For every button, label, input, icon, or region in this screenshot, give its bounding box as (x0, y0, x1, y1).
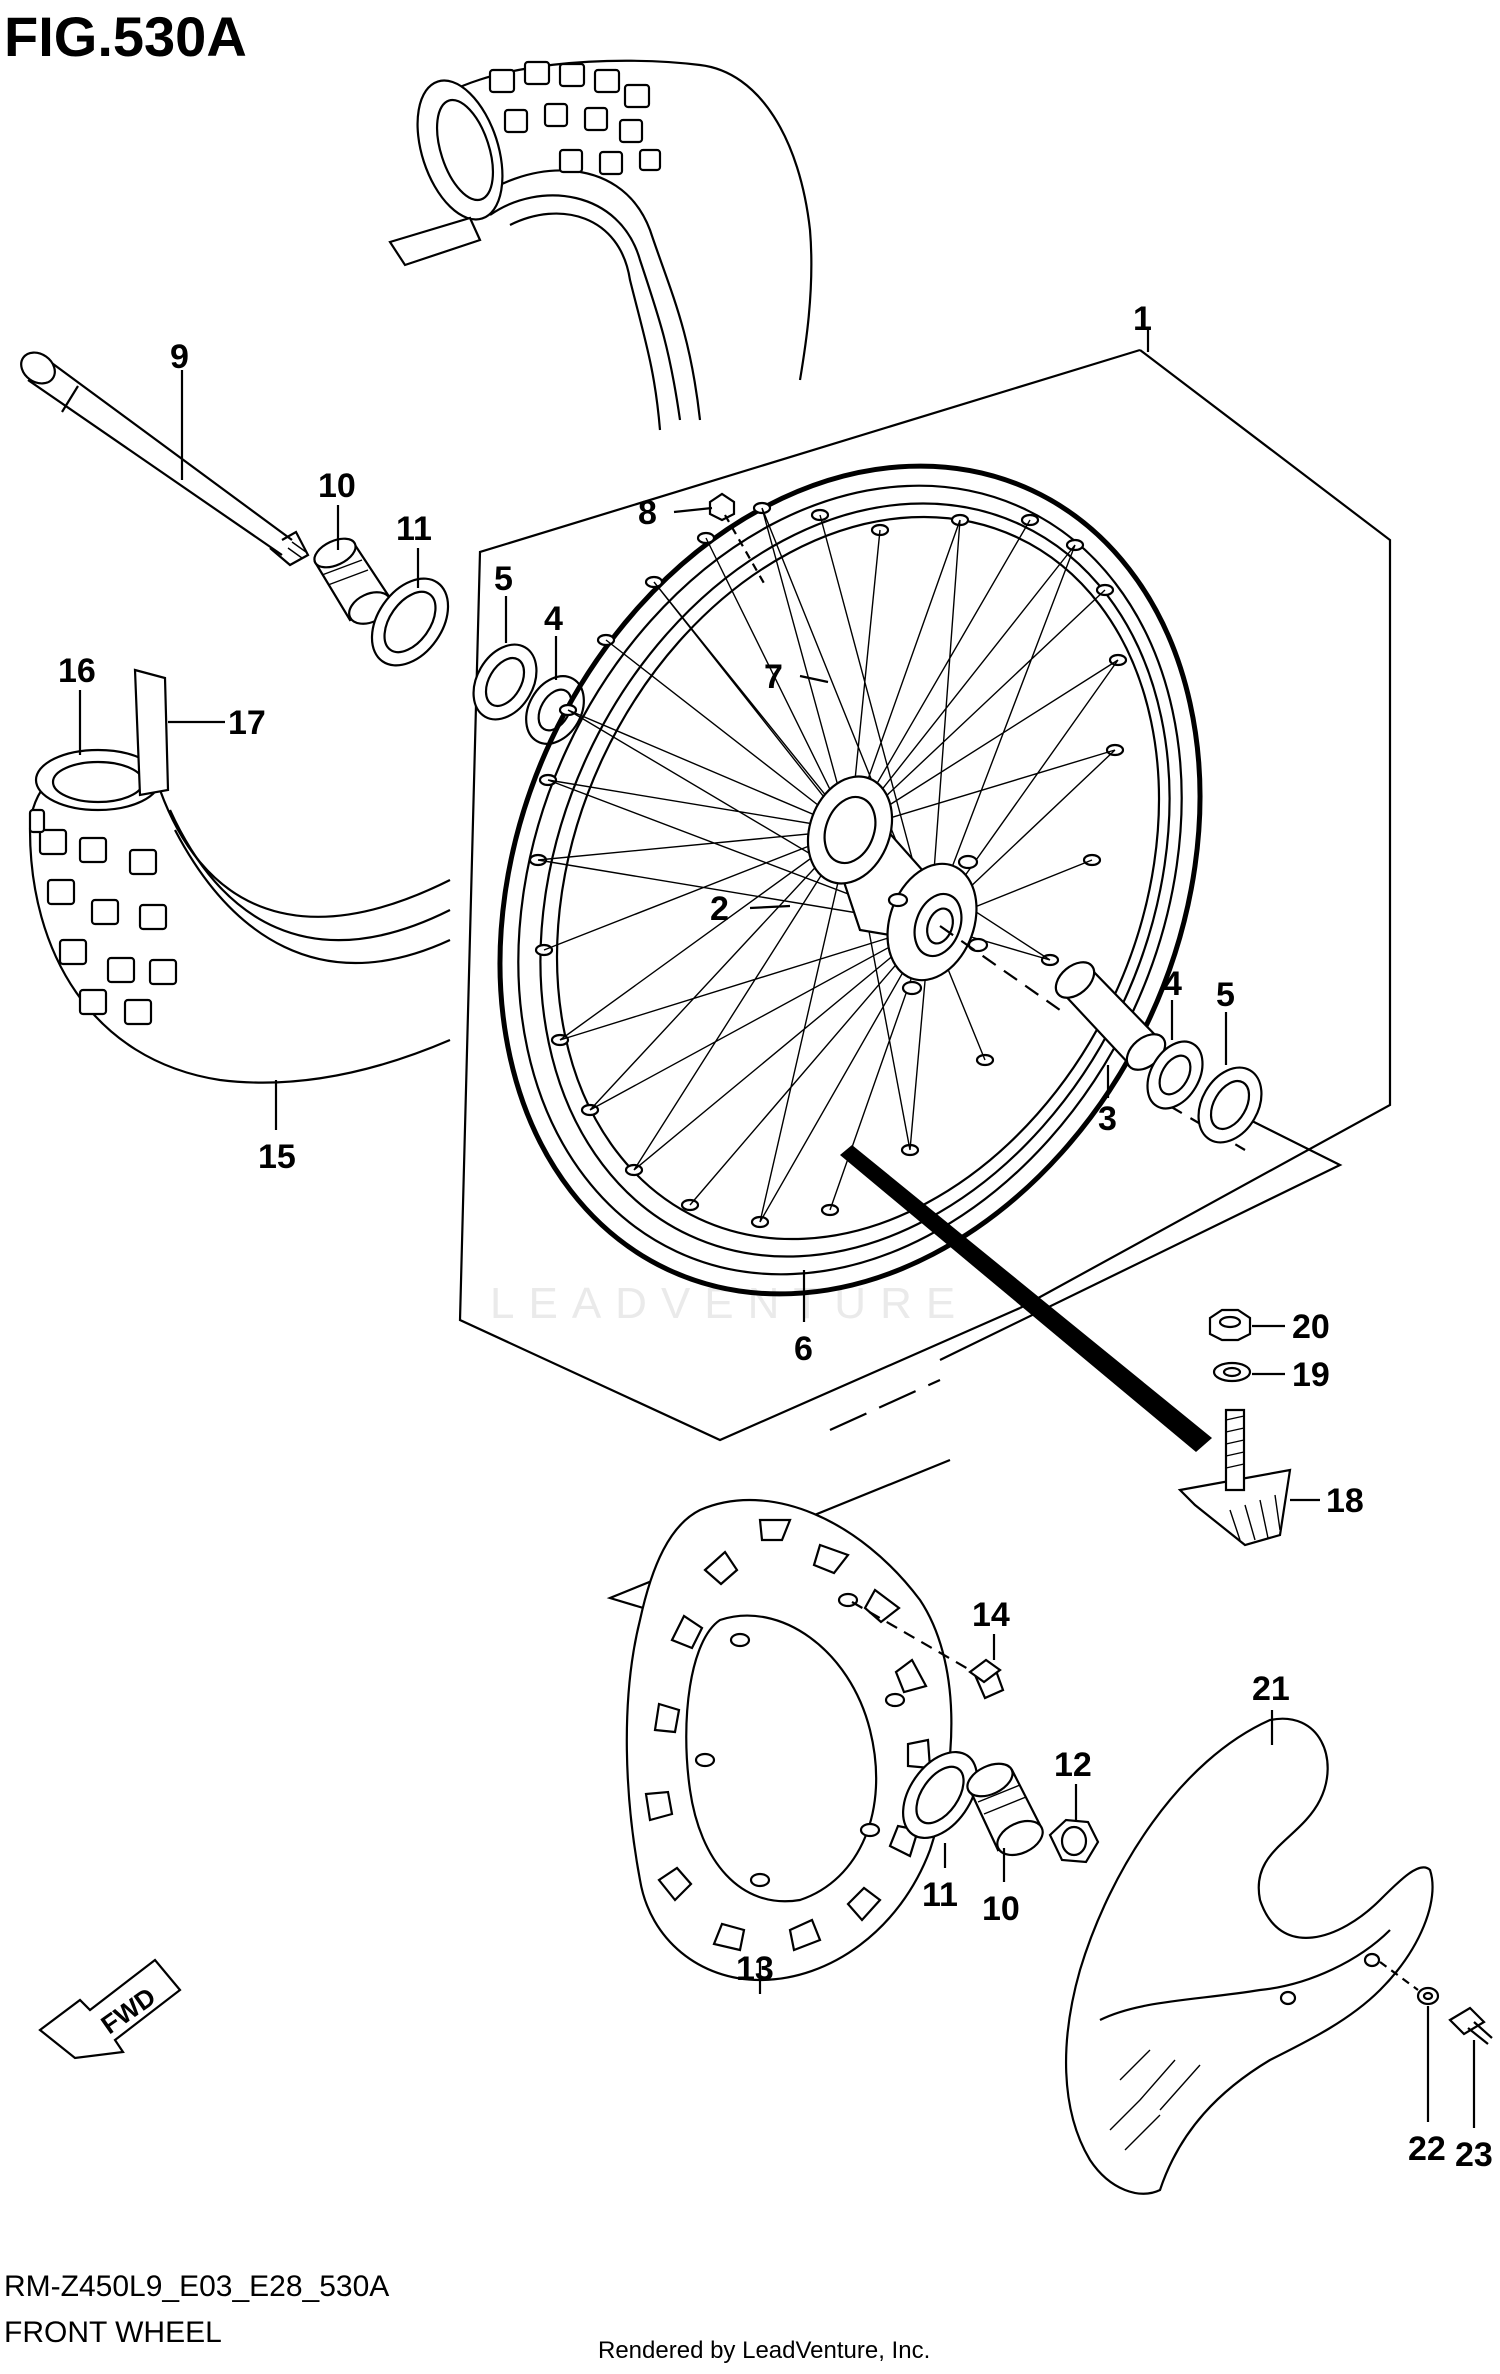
callout-17: 17 (228, 704, 266, 742)
figure-title: FIG.530A (4, 5, 247, 68)
bearing-lower (1146, 1040, 1204, 1110)
bearing-upper (525, 675, 585, 745)
oil-seal-upper (472, 643, 538, 721)
front-fender (1064, 1717, 1434, 2195)
callout-20: 20 (1292, 1308, 1330, 1346)
section-name: FRONT WHEEL (4, 2316, 222, 2349)
callout-8: 8 (638, 494, 657, 532)
callout-23: 23 (1455, 2136, 1493, 2174)
wheel-assembly-frame (458, 348, 1392, 1612)
callout-1: 1 (1133, 300, 1152, 338)
watermark-text: LEADVENTURE (490, 1279, 969, 1328)
disc-bolt (851, 1601, 1005, 1700)
valve-leader (840, 1145, 1212, 1452)
callout-4b: 4 (1163, 965, 1182, 1003)
callout-16: 16 (58, 652, 96, 690)
callout-3: 3 (1098, 1100, 1117, 1138)
callout-6: 6 (794, 1330, 813, 1368)
oil-seal-lower (1197, 1066, 1263, 1144)
collar-upper (313, 537, 392, 625)
rim-lock-nut (1208, 1308, 1252, 1342)
callout-labels: 1 2 3 4 4 5 5 6 7 8 9 10 10 11 11 12 13 … (58, 300, 1493, 2174)
brake-disc (625, 1498, 953, 1982)
callout-7: 7 (764, 658, 783, 696)
render-credit: Rendered by LeadVenture, Inc. (598, 2337, 930, 2364)
callout-14: 14 (972, 1596, 1010, 1634)
callout-leaders (78, 330, 1476, 2128)
dust-seal-upper (370, 577, 450, 667)
callout-11a: 11 (396, 510, 432, 548)
callout-10b: 10 (982, 1890, 1020, 1928)
callout-18: 18 (1326, 1482, 1364, 1520)
callout-12: 12 (1054, 1746, 1092, 1784)
wheel-hub (806, 775, 989, 996)
axle (20, 351, 310, 567)
model-code: RM-Z450L9_E03_E28_530A (4, 2270, 389, 2303)
callout-19: 19 (1292, 1356, 1330, 1394)
front-tire-top (388, 59, 813, 431)
callout-4a: 4 (544, 600, 563, 638)
callout-2: 2 (710, 890, 729, 928)
axle-centerline (939, 925, 1246, 1151)
rim-lock (1177, 1408, 1292, 1547)
distance-collar (1054, 961, 1167, 1071)
dust-seal-lower (901, 1750, 979, 1840)
callout-15: 15 (258, 1138, 296, 1176)
rim-lock-washer (1212, 1361, 1252, 1383)
fender-washer (1379, 1961, 1440, 2006)
callout-11b: 11 (922, 1876, 958, 1914)
callout-22: 22 (1408, 2130, 1446, 2168)
callout-5b: 5 (1216, 976, 1235, 1014)
fwd-arrow: FWD (38, 1958, 182, 2060)
callout-10a: 10 (318, 467, 356, 505)
fender-bolt (1448, 2006, 1493, 2045)
rim-nut (708, 492, 766, 586)
callout-13: 13 (736, 1950, 774, 1988)
collar-lower (966, 1762, 1044, 1857)
axle-nut (1048, 1818, 1100, 1864)
callout-5a: 5 (494, 560, 513, 598)
front-tire-left-section (28, 668, 451, 1084)
callout-21: 21 (1252, 1670, 1290, 1708)
callout-9: 9 (170, 338, 189, 376)
